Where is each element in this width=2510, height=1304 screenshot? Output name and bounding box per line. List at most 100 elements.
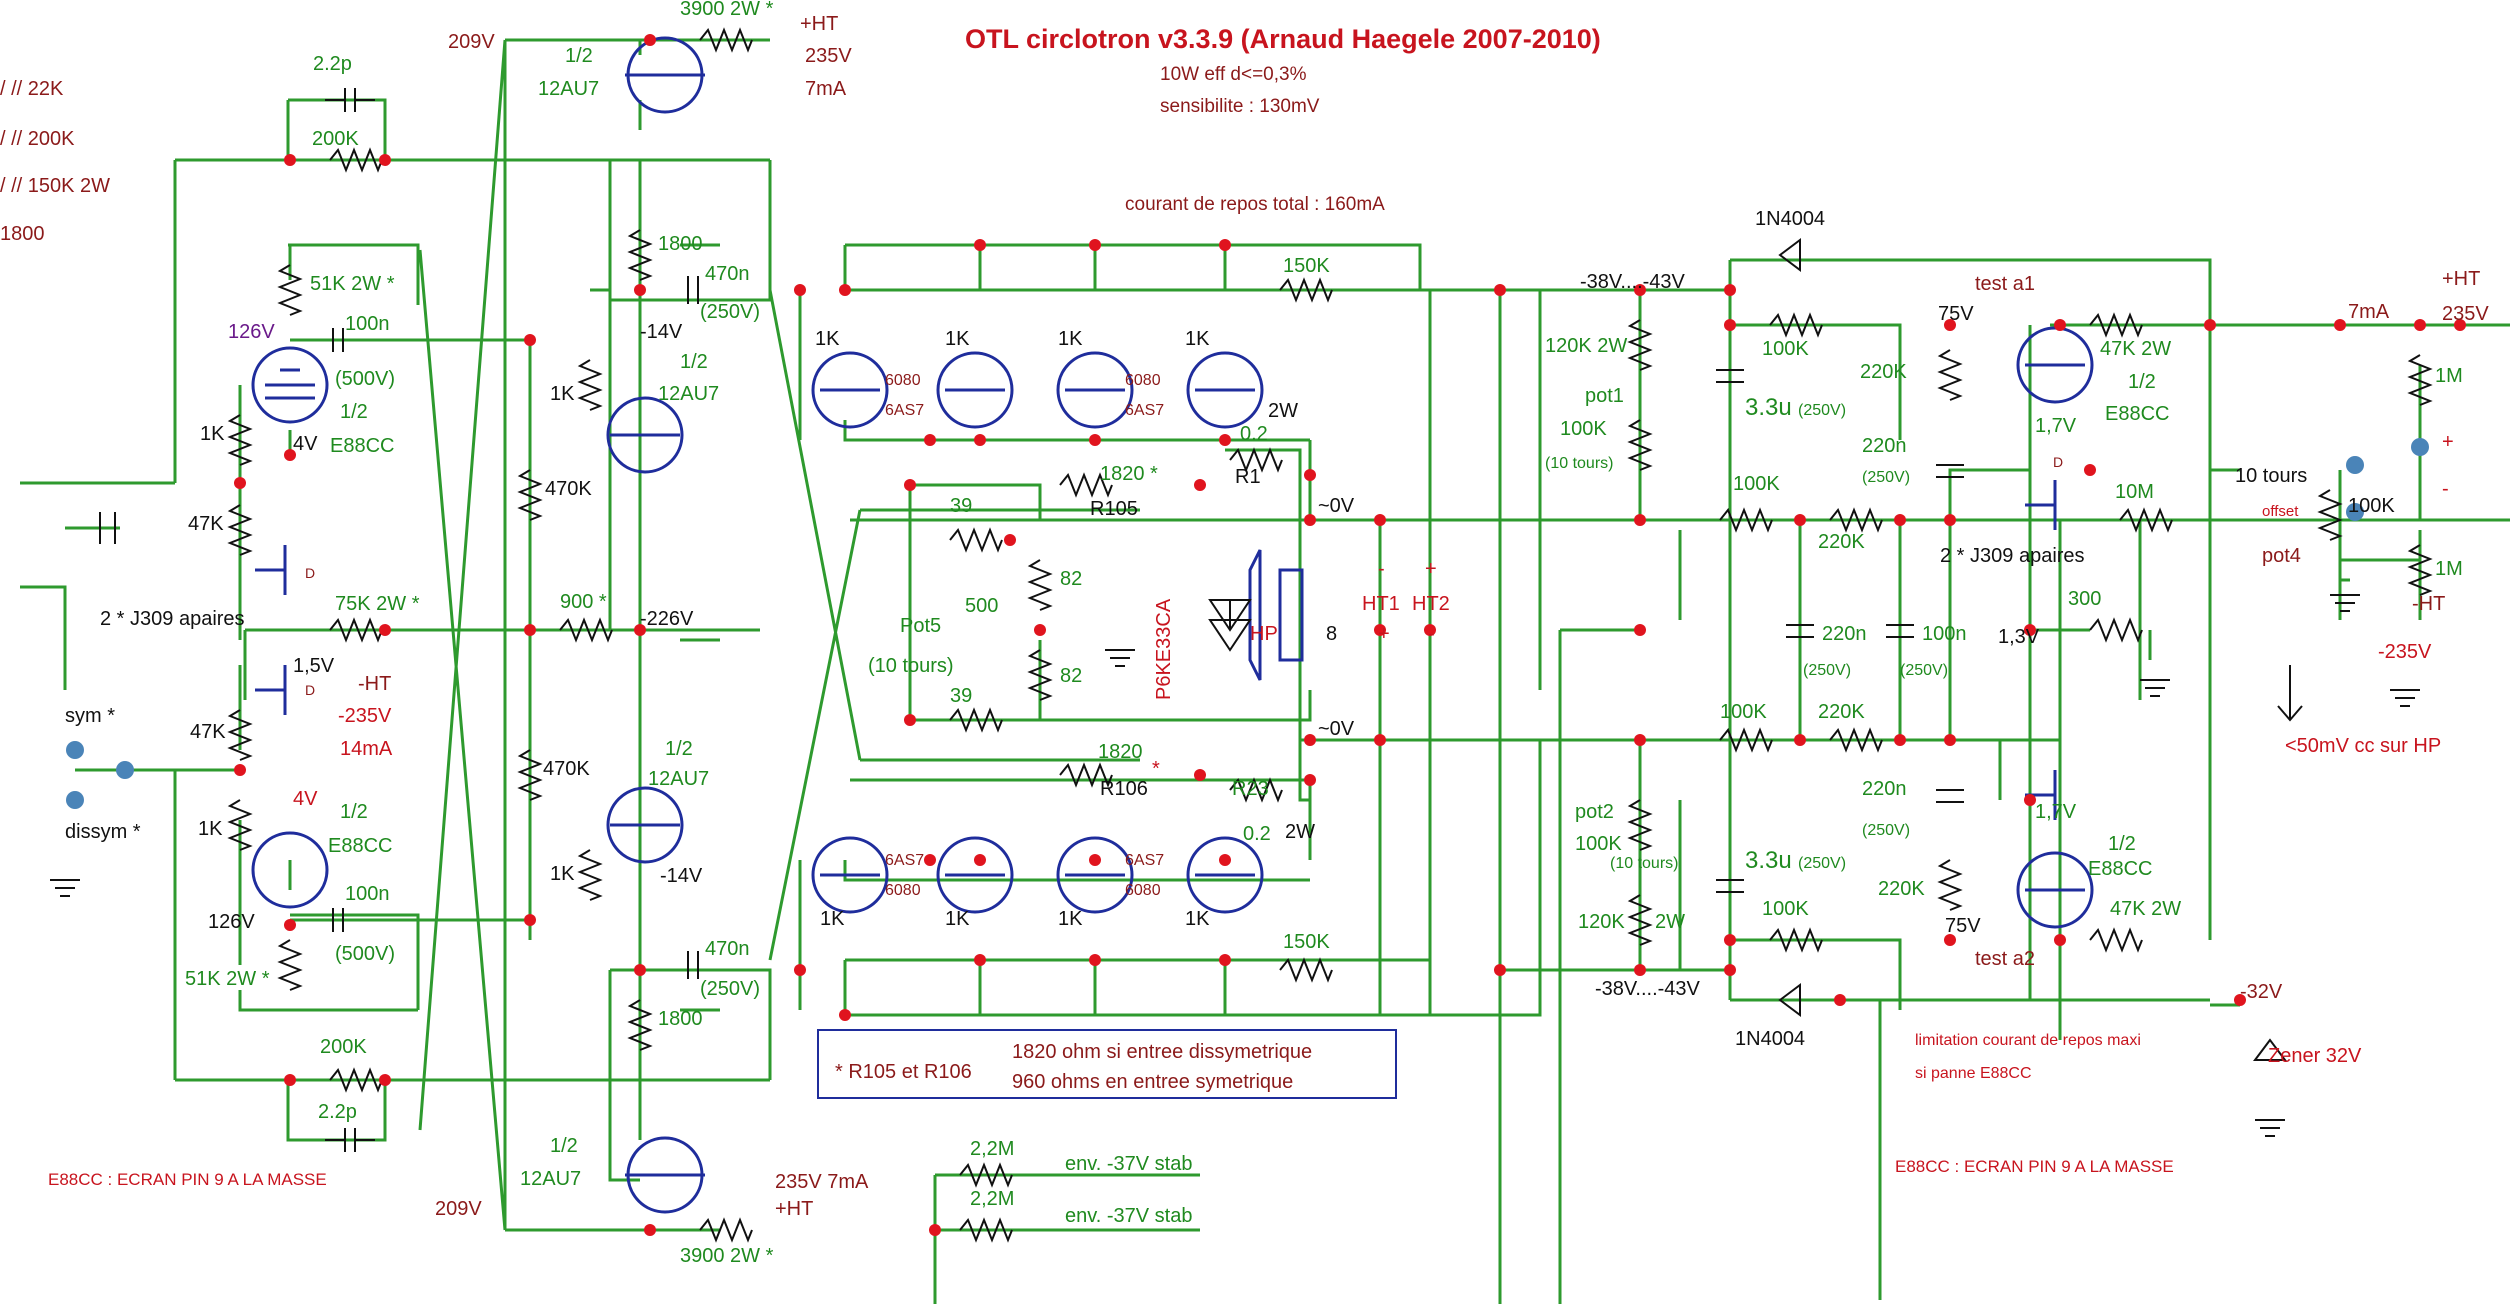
- label-220k-b: 220K: [1818, 531, 1865, 553]
- label-126v-top: 126V: [228, 321, 275, 343]
- label-900: 900 *: [560, 591, 607, 613]
- label-220n-a: 220n: [1862, 435, 1907, 457]
- label-250v-bot2: (250V): [1798, 855, 1846, 872]
- label-12au7-half-mid: 1/2: [680, 351, 708, 373]
- label-120k-2w-top: 120K 2W: [1545, 335, 1627, 357]
- label-3900-top: 3900 2W *: [680, 0, 774, 20]
- label-235v-top: 235V: [805, 45, 852, 67]
- label-pot1-turns: (10 tours): [1545, 455, 1613, 472]
- jfets: [255, 480, 2057, 820]
- label-1820-bot: 1820: [1098, 741, 1143, 763]
- label-100k-a: 100K: [1762, 338, 1809, 360]
- label-235v-bot: 235V 7mA: [775, 1171, 869, 1193]
- label-250v-d: (250V): [1862, 822, 1910, 839]
- label-zener: Zener 32V: [2268, 1045, 2362, 1067]
- label-12au7-half-bot: 1/2: [550, 1135, 578, 1157]
- label-ht1-minus: -: [1378, 558, 1385, 580]
- label-ht-plus-r: +HT: [2442, 268, 2480, 290]
- label-150k-bot: 150K: [1283, 931, 1330, 953]
- label-1v5: 1,5V: [293, 655, 335, 677]
- label-500: 500: [965, 595, 998, 617]
- resistors: [227, 27, 2433, 1243]
- label-51k-bot: 51K 2W *: [185, 968, 270, 990]
- label-250v-a: (250V): [1862, 469, 1910, 486]
- label-e88-half-r: 1/2: [2128, 371, 2156, 393]
- capacitors: [99, 88, 1964, 1152]
- label-1820-top: 1820 *: [1100, 463, 1158, 485]
- quiescent-current-note: courant de repos total : 160mA: [1125, 194, 1385, 215]
- label-r105: R105: [1090, 498, 1138, 520]
- diodes: [1778, 238, 2287, 1061]
- label-22k: / // 22K: [0, 78, 64, 100]
- label-6as7-1: 6AS7: [885, 402, 924, 419]
- title-block: OTL circlotron v3.3.9 (Arnaud Haegele 20…: [965, 24, 1601, 215]
- label-d-bot: D: [305, 682, 315, 698]
- label-pot5-turns: (10 tours): [868, 655, 954, 677]
- label-6080-2: 6080: [1125, 372, 1161, 389]
- label-75v-bot: 75V: [1945, 915, 1981, 937]
- label-1n4004-bot: 1N4004: [1735, 1028, 1805, 1050]
- label-250v-top: (250V): [700, 301, 760, 323]
- label-220k-a: 220K: [1860, 361, 1907, 383]
- label-neg235-r: -235V: [2378, 641, 2432, 663]
- label-ht2-plus: +: [1425, 558, 1437, 580]
- label-r1: R1: [1235, 466, 1261, 488]
- label-0v2-bot: 0.2: [1243, 823, 1271, 845]
- label-e88cc-top: E88CC: [330, 435, 394, 457]
- label-1n4004-top: 1N4004: [1755, 208, 1825, 230]
- label-ht1: HT1: [1362, 593, 1400, 615]
- label-200k-left: / // 200K: [0, 128, 75, 150]
- label-75k: 75K 2W *: [335, 593, 420, 615]
- label-3u3-top: 3.3u: [1745, 394, 1792, 421]
- label-6080-4: 6080: [1125, 882, 1161, 899]
- label-47k-2w-r: 47K 2W: [2100, 338, 2171, 360]
- label-100k-pot4: 100K: [2348, 495, 2395, 517]
- down-arrow-icon: [2277, 665, 2303, 722]
- label-100n-r: 100n: [1922, 623, 1967, 645]
- label-12au7-half-mid2: 1/2: [665, 738, 693, 760]
- label-ht-minus-r: -HT: [2412, 593, 2445, 615]
- label-220k-c: 220K: [1818, 701, 1865, 723]
- label-6as7-2: 6AS7: [1125, 402, 1164, 419]
- label-tvs: P6KE33CA: [1153, 598, 1175, 700]
- subtitle-line-1: 10W eff d<=0,3%: [1160, 64, 1307, 85]
- label-1800-top: 1800: [658, 233, 703, 255]
- label-100k-d: 100K: [1762, 898, 1809, 920]
- label-1k-a: 1K: [200, 423, 225, 445]
- label-39-bot: 39: [950, 685, 972, 707]
- label-d-top: D: [305, 565, 315, 581]
- label-75v-top: 75V: [1938, 303, 1974, 325]
- label-120k-bot: 120K: [1578, 911, 1625, 933]
- label-0v-bot: ~0V: [1318, 718, 1355, 740]
- label-3u3-bot: 3.3u: [1745, 847, 1792, 874]
- label-e88-ecran-left: E88CC : ECRAN PIN 9 A LA MASSE: [48, 1170, 327, 1189]
- tubes: [251, 36, 2094, 1214]
- label-12au7-top: 12AU7: [538, 78, 599, 100]
- label-ht1-plus: +: [1378, 623, 1390, 645]
- label-209v-bot: 209V: [435, 1198, 482, 1220]
- label-6080-3: 6080: [885, 882, 921, 899]
- label-sym: sym *: [65, 705, 115, 727]
- label-e88-half-r2: 1/2: [2108, 833, 2136, 855]
- label-47k-a: 47K: [188, 513, 224, 535]
- label-d-r-top: D: [2053, 454, 2063, 470]
- label-1k-p3: 1K: [1058, 328, 1083, 350]
- label-pot1: pot1: [1585, 385, 1624, 407]
- label-6as7-3: 6AS7: [885, 852, 924, 869]
- label-pot2-100k: 100K: [1575, 833, 1622, 855]
- label-47k-b: 47K: [190, 721, 226, 743]
- label-6080-1: 6080: [885, 372, 921, 389]
- label-r106: R106: [1100, 778, 1148, 800]
- label-neg32: -32V: [2240, 981, 2283, 1003]
- label-2w-bot: 2W: [1285, 821, 1315, 843]
- label-1m-top: 1M: [2435, 365, 2463, 387]
- label-2m2-a: 2,2M: [970, 1138, 1014, 1160]
- label-limit-1: limitation courant de repos maxi: [1915, 1032, 2141, 1049]
- label-hp: HP: [1250, 623, 1278, 645]
- label-e88cc-r2: E88CC: [2088, 858, 2152, 880]
- label-test-a1: test a1: [1975, 273, 2035, 295]
- label-env-a: env. -37V stab: [1065, 1153, 1192, 1175]
- label-150k-top: 150K: [1283, 255, 1330, 277]
- label-12au7-mid: 12AU7: [658, 383, 719, 405]
- label-100n-top: 100n: [345, 313, 390, 335]
